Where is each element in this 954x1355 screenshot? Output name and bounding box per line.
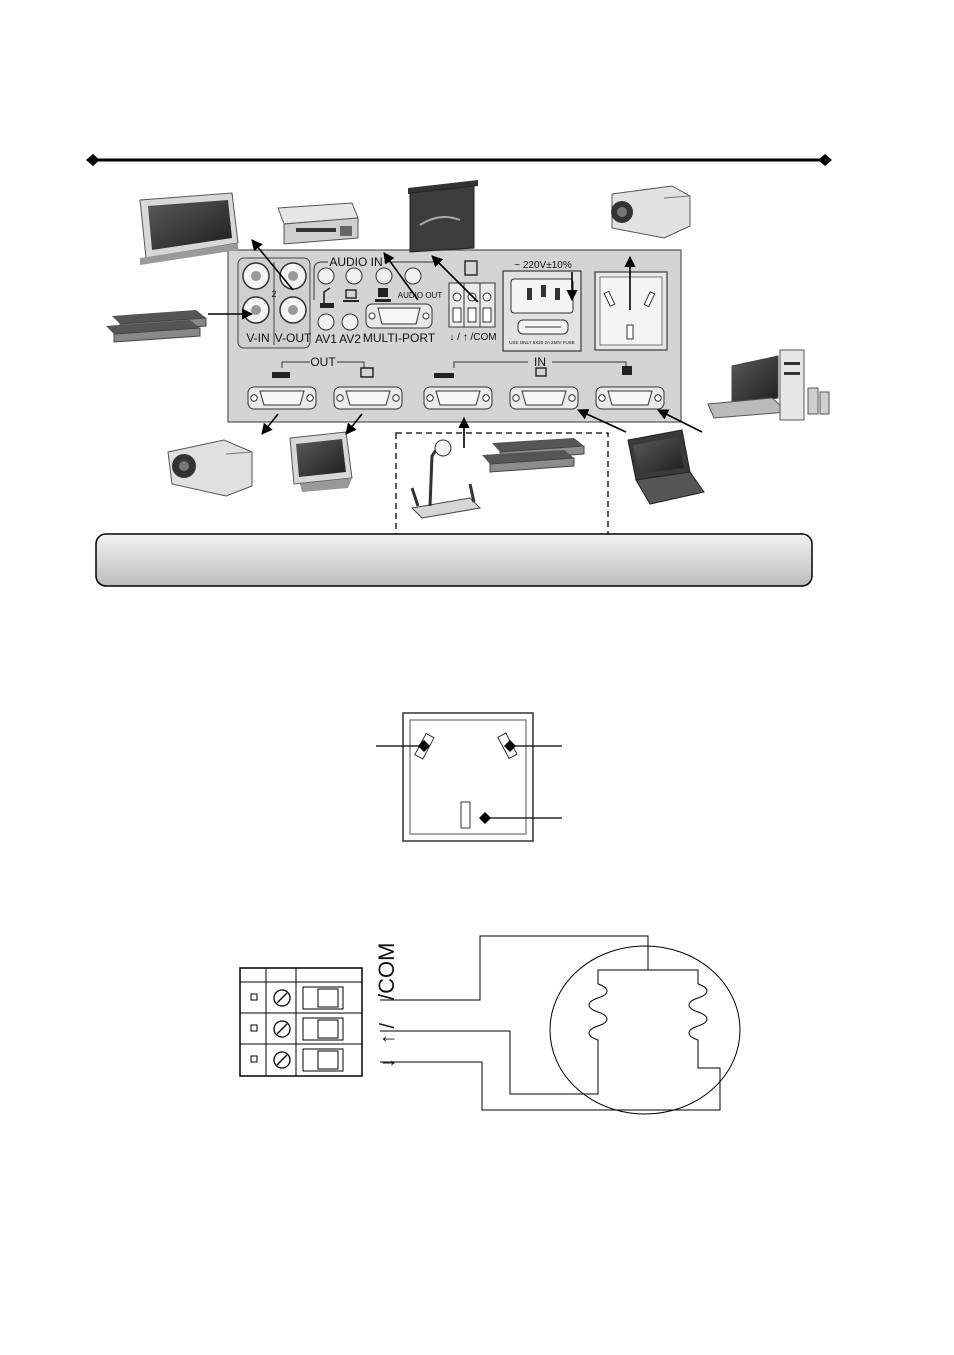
up-label: ↑ / [377, 1022, 399, 1044]
vcr-device [277, 202, 359, 245]
section-divider [86, 154, 832, 166]
com-label: /COM [374, 943, 399, 1000]
up-wire [380, 1030, 599, 1095]
audio-av2-jack[interactable] [341, 313, 359, 331]
rear-panel: 2 V-IN V-OUT AUDIO IN AV1 AV2 [227, 249, 682, 423]
down-wire [380, 1044, 721, 1111]
motor-housing [549, 945, 741, 1115]
motor-winding-right [688, 983, 708, 1044]
motor-com-label: ↓ / ↑ /COM [449, 332, 496, 343]
motor-wiring-diagram: /COM ↑ / ↓ [239, 935, 741, 1115]
audio-in-label: AUDIO IN [329, 255, 382, 269]
video-jacks: 2 V-IN V-OUT [237, 257, 312, 349]
ac-outlet[interactable] [594, 271, 668, 351]
vga-in-computer-port[interactable] [595, 366, 665, 410]
channel-two-label: 2 [271, 289, 276, 299]
laptop-device [627, 429, 705, 505]
multi-port-connector[interactable]: MULTI-PORT [363, 303, 436, 345]
monitor-icon [360, 367, 374, 378]
caption-box [95, 533, 813, 587]
out-bracket: OUT [281, 355, 365, 369]
arrow-from-laptop [576, 409, 627, 433]
vga-in-document-camera-port[interactable] [423, 373, 493, 410]
laptop-icon [343, 289, 359, 302]
arrow-to-plasma-tv [251, 239, 294, 291]
arrow-to-monitor [345, 413, 363, 435]
screen-motor-terminal[interactable]: ↓ / ↑ /COM [448, 260, 497, 343]
vga-out-monitor-port[interactable] [333, 367, 403, 410]
motor-winding-left [588, 983, 608, 1044]
connection-arrows [208, 239, 703, 448]
document-camera-device [410, 439, 482, 519]
multi-port-label: MULTI-PORT [363, 331, 436, 345]
audio-av1-jack[interactable] [317, 313, 335, 331]
computer-icon [375, 288, 391, 302]
plasma-tv-device [139, 192, 239, 265]
document-camera-group [395, 432, 609, 540]
terminal-block [239, 967, 363, 1077]
audio-in-jack-2[interactable] [345, 267, 363, 285]
arrow-to-bottom-projector [261, 413, 279, 435]
v-out-label: V-OUT [275, 331, 312, 345]
document-camera-icon [320, 287, 334, 308]
audio-in-group: AUDIO IN AV1 AV2 AUDIO OUT [313, 255, 443, 346]
audio-out-label: AUDIO OUT [398, 291, 443, 300]
lcd-monitor-device [289, 431, 353, 492]
projector-icon [272, 372, 290, 378]
audio-in-jack-1[interactable] [317, 267, 335, 285]
computer-small-icon [622, 366, 632, 375]
com-wire [380, 935, 649, 1001]
desktop-computer-device [707, 349, 830, 421]
av2-label: AV2 [339, 332, 361, 346]
screen-icon [464, 260, 478, 276]
laptop-small-icon [535, 367, 547, 377]
arrow-from-computer [656, 409, 703, 433]
v-in-label: V-IN [246, 331, 269, 345]
projector-bottom-device [167, 439, 253, 497]
projection-screen-device [408, 180, 478, 253]
vga-out-projector-port[interactable] [247, 372, 317, 410]
arrow-to-vcr [383, 252, 419, 301]
in-label: IN [534, 355, 546, 369]
power-rating-label: ~ 220V±10% [514, 260, 572, 271]
audio-in-jack-3[interactable] [375, 267, 393, 285]
vga-in-laptop-port[interactable] [509, 367, 579, 410]
projector-top-device [611, 185, 691, 239]
outlet-detail-diagram [376, 712, 562, 842]
fuse-note-label: USE ONLY 5X20 2A 250V FUSE [509, 340, 575, 345]
arrow-to-screen [431, 255, 479, 303]
document-camera-small-icon [434, 373, 454, 378]
vcr-pair-device [482, 438, 585, 473]
outlet-slot-ground [460, 801, 471, 829]
vcr-stack-device [106, 310, 207, 343]
audio-out-jack[interactable] [404, 267, 422, 285]
av1-label: AV1 [315, 332, 337, 346]
out-label: OUT [310, 355, 336, 369]
power-inlet[interactable]: ~ 220V±10% USE ONLY 5X20 2A 250V FUSE [502, 260, 582, 352]
down-label: ↓ [377, 1058, 399, 1068]
